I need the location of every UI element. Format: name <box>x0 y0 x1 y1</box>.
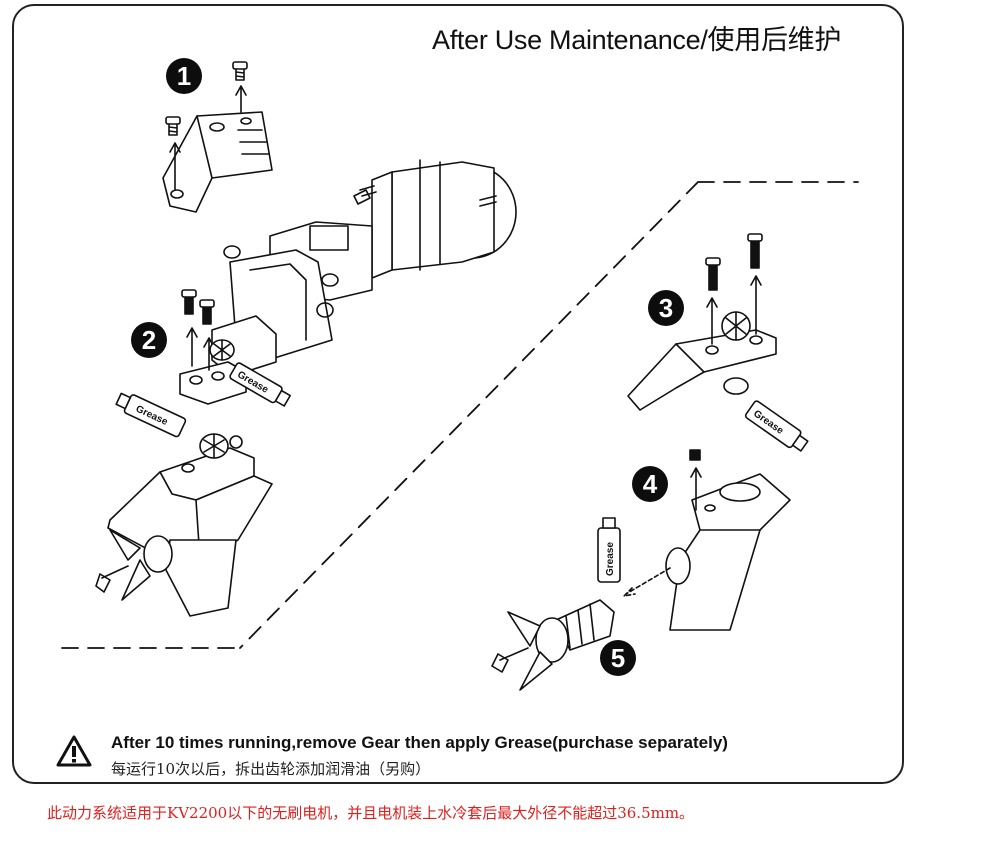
gear-icon <box>209 339 235 361</box>
dashed-divider <box>61 181 859 649</box>
svg-text:Grease: Grease <box>605 542 616 576</box>
pin-icon <box>229 435 243 449</box>
screw-icon <box>705 257 721 291</box>
compatibility-note: 此动力系统适用于KV2200以下的无刷电机，并且电机装上水冷套后最大外径不能超过… <box>47 804 695 822</box>
propeller-shaft-assembly <box>491 599 615 691</box>
step-4-badge: 4 <box>632 466 668 502</box>
grease-tube-icon: Grease <box>115 392 187 438</box>
step-2-badge: 2 <box>131 322 167 358</box>
base-plate-part <box>179 361 247 405</box>
screw-icon <box>199 299 215 325</box>
drive-unit-left <box>95 447 273 617</box>
arrow-icon <box>706 297 718 345</box>
set-screw-icon <box>689 449 701 461</box>
grease-tube-icon: Grease <box>744 400 809 452</box>
gear-icon <box>199 433 229 459</box>
drive-unit-right-bottom <box>665 473 791 631</box>
gear-icon <box>721 311 751 341</box>
screw-icon <box>747 233 763 269</box>
cover-block-part <box>162 111 273 213</box>
warning-text-english: After 10 times running,remove Gear then … <box>111 733 728 752</box>
arrow-icon <box>169 142 181 191</box>
screw-icon <box>181 289 197 315</box>
page-title: After Use Maintenance/使用后维护 <box>432 25 842 55</box>
step-5-badge: 5 <box>600 640 636 676</box>
step-1-badge: 1 <box>166 58 202 94</box>
step-3-badge: 3 <box>648 290 684 326</box>
screw-icon <box>232 61 248 81</box>
screw-icon <box>165 116 181 136</box>
drive-unit-right-top <box>627 329 777 411</box>
arrow-icon <box>623 567 671 597</box>
motor-assembly <box>211 159 517 377</box>
instruction-frame <box>12 4 904 784</box>
arrow-icon <box>186 327 198 367</box>
warning-text-chinese: 每运行10次以后，拆出齿轮添加润滑油（另购） <box>111 760 431 778</box>
grease-tube-icon: Grease <box>597 517 621 583</box>
warning-triangle-icon <box>56 735 92 767</box>
arrow-icon <box>690 467 702 511</box>
arrow-icon <box>750 275 762 335</box>
arrow-icon <box>235 85 247 113</box>
